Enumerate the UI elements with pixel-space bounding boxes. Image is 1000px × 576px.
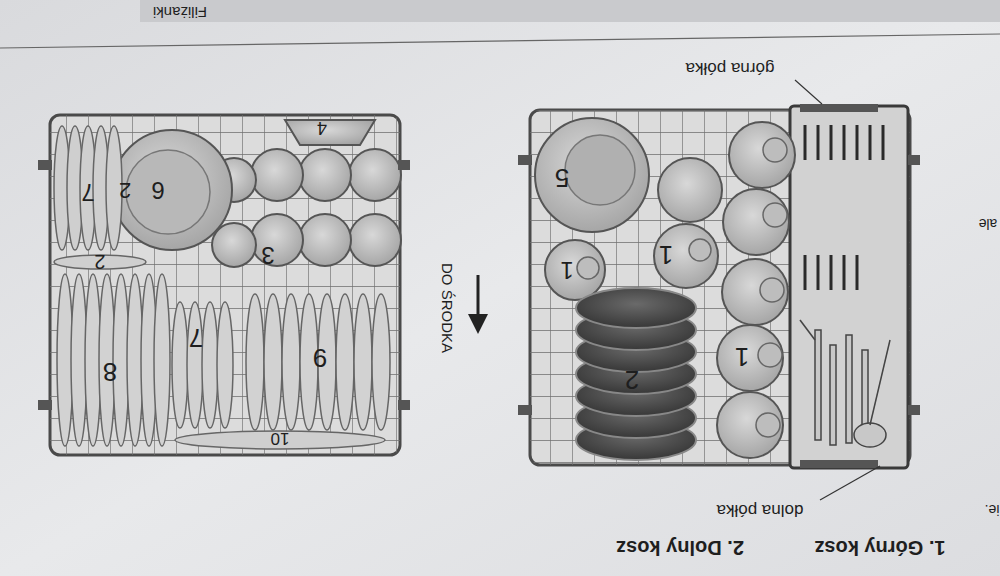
callout-number: 3 (261, 243, 274, 267)
callout-number: 1 (735, 344, 749, 370)
divider-line (0, 34, 1000, 48)
callout-number: 4 (317, 119, 327, 137)
direction-label: DO ŚRODKA (440, 263, 455, 353)
callout-number: 8 (103, 359, 117, 385)
callout-number: 9 (313, 345, 327, 371)
page-heading-fragment: Filiżanki (153, 5, 207, 20)
leader-line (795, 80, 822, 104)
part-name: górna półka (686, 60, 775, 77)
callout-number: 7 (81, 180, 94, 204)
callout-number: 10 (271, 430, 290, 447)
callout-number: 2 (625, 367, 639, 393)
section-heading: 1. Górny kosz (814, 538, 945, 558)
upper-basket (518, 104, 920, 468)
callout-number: 6 (151, 178, 164, 202)
lower-basket (38, 115, 410, 455)
callout-number: 2 (119, 179, 131, 201)
callout-number: 1 (560, 258, 573, 282)
direction-arrow (468, 275, 488, 334)
page-edge (140, 0, 1000, 22)
callout-number: 5 (555, 165, 569, 191)
callout-number: 1 (659, 242, 673, 268)
callout-number: 7 (189, 325, 203, 351)
leader-line (820, 466, 880, 500)
section-heading: 2. Dolny kosz (616, 538, 744, 558)
part-name: dolna półka (717, 502, 804, 519)
text-fragment: ie. (985, 503, 1000, 517)
text-fragment: ale (979, 217, 998, 231)
callout-number: 2 (94, 252, 105, 272)
